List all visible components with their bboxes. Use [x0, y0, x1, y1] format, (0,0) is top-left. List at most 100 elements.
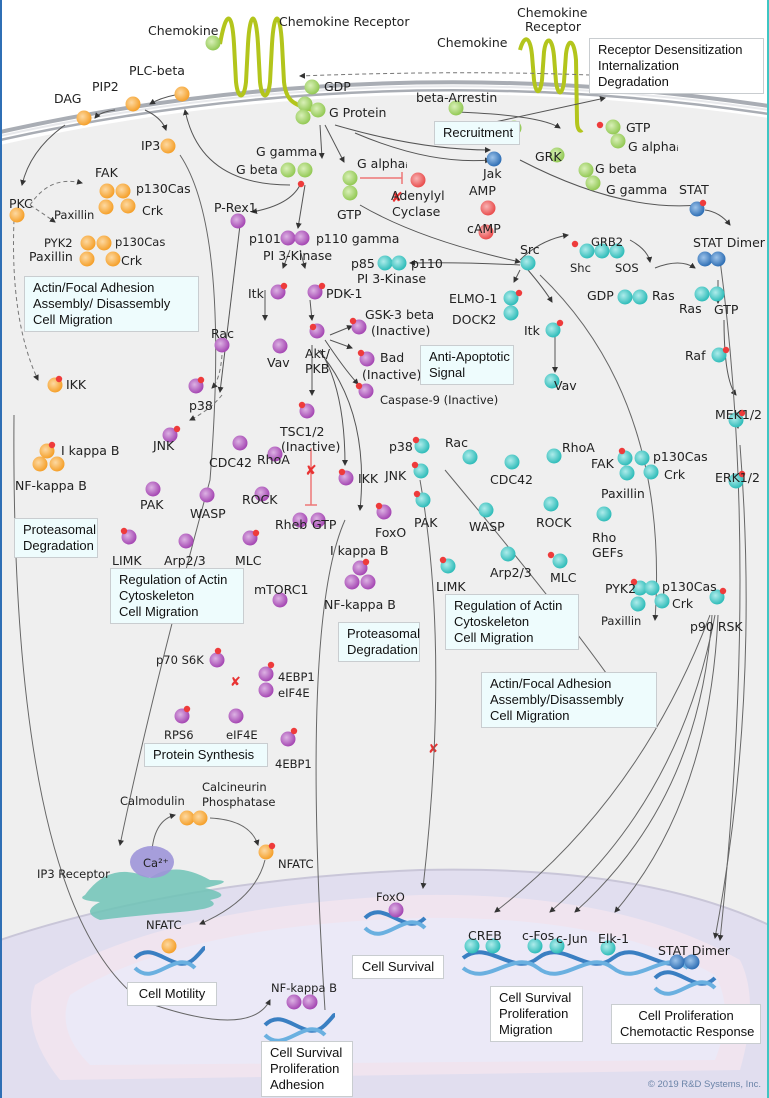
molecule-node	[578, 162, 594, 178]
cdc42-node	[232, 435, 248, 451]
molecule-node	[579, 243, 595, 259]
label-pi3k: PI 3-Kinase	[263, 248, 333, 263]
mek-node	[728, 412, 744, 428]
p70s6k-node	[209, 652, 225, 668]
ikappab-nfkb-node	[49, 456, 65, 472]
jnk-node	[162, 427, 178, 443]
ras-gtp-node	[709, 286, 725, 302]
label-mlc: MLC	[235, 553, 262, 568]
label-gtp: GTP	[337, 207, 362, 222]
caspase9-node	[358, 383, 374, 399]
label-nfkb: NF-kappa B	[15, 478, 87, 493]
pyk2-complex-2-node	[654, 593, 670, 609]
label-p90rsk: p90 RSK	[690, 619, 743, 634]
phosphorylation-icon	[267, 661, 275, 669]
label-nfatc: NFATC	[146, 918, 182, 932]
phosphorylation-icon	[214, 647, 222, 655]
gdp-node	[304, 79, 320, 95]
chemokine-receptor-1	[218, 16, 313, 112]
molecule-node	[258, 666, 274, 682]
phosphorylation-icon	[618, 447, 626, 455]
box-recruitment: Recruitment	[434, 121, 520, 145]
label-itk: Itk	[248, 286, 264, 301]
label-rhoa: RhoA	[257, 452, 290, 467]
label-wasp: WASP	[190, 506, 226, 521]
label-pak: PAK	[414, 515, 438, 530]
label-pi3k: PI 3-Kinase	[357, 271, 427, 286]
pi3k-node	[391, 255, 407, 271]
label-pip2: PIP2	[92, 79, 119, 94]
label-elmo1: ELMO-1	[449, 291, 498, 306]
label-crk: Crk	[672, 596, 694, 611]
vav-2-node	[544, 373, 560, 389]
g-alpha-r-node	[610, 133, 626, 149]
phosphorylation-icon	[173, 425, 181, 433]
label-rac: Rac	[211, 326, 234, 341]
label-jnk: JNK	[385, 468, 407, 483]
phosphorylation-icon	[556, 319, 564, 327]
label-chemokine: Chemokine	[148, 23, 219, 38]
label-chemokine-receptor: Receptor	[525, 19, 581, 34]
label-crk: Crk	[121, 253, 143, 268]
label-creb: CREB	[468, 928, 502, 943]
label-sos: SOS	[615, 261, 639, 275]
molecule-node	[280, 230, 296, 246]
label-chemokine-receptor: Chemokine Receptor	[279, 14, 410, 29]
label-akt: Akt/	[305, 346, 330, 361]
elmo-dock2-node	[503, 305, 519, 321]
phosphorylation-icon	[738, 409, 746, 417]
label-camp: cAMP	[467, 221, 501, 236]
label-gdp: GDP	[587, 288, 614, 303]
label-rho-gefs: GEFs	[592, 545, 624, 560]
label-grb2: GRB2	[591, 235, 624, 249]
label-foxo: FoxO	[375, 525, 407, 540]
label-rock: ROCK	[536, 515, 572, 530]
phosphorylation-icon	[357, 349, 365, 357]
label-mlc: MLC	[550, 570, 577, 585]
label-nfkb: NF-kappa B	[271, 981, 338, 995]
phosphorylation-icon	[252, 529, 260, 537]
phosphorylation-icon	[55, 375, 63, 383]
rock-2-node	[543, 496, 559, 512]
block-icon: ✘	[391, 190, 403, 206]
label-mek: MEK1/2	[715, 407, 762, 422]
label-beta-arrestin: beta-Arrestin	[416, 90, 498, 105]
label-dag: DAG	[54, 91, 82, 106]
elk1-node	[600, 940, 616, 956]
label-g-gamma: G gamma	[256, 144, 318, 159]
block-icon: ✘	[428, 742, 439, 757]
molecule-node	[344, 574, 360, 590]
rock-node	[254, 486, 270, 502]
label-adenylyl-cyclase: Cyclase	[392, 204, 441, 219]
label-p130cas: p130Cas	[653, 449, 708, 464]
label-p130cas: p130Cas	[115, 235, 166, 249]
phosphorylation-icon	[699, 199, 707, 207]
molecule-node	[79, 251, 95, 267]
pak-node	[145, 481, 161, 497]
label-pyk2: PYK2	[605, 581, 637, 596]
molecule-node	[594, 243, 610, 259]
cytoplasm	[0, 94, 769, 1098]
molecule-node	[292, 512, 308, 528]
molecule-node	[697, 251, 713, 267]
g-protein-node	[295, 109, 311, 125]
g-beta-gamma-node	[297, 162, 313, 178]
label-rho-gefs: Rho	[592, 530, 617, 545]
phosphorylation-icon	[349, 317, 357, 325]
label-g-alpha: G alphaᵢ	[628, 139, 679, 154]
label-jak: Jak	[483, 166, 502, 181]
nfatc-nuclear-node	[161, 938, 177, 954]
label-ikk: IKK	[358, 471, 379, 486]
label-shc: Shc	[570, 261, 591, 275]
label-gsk3: GSK-3 beta	[365, 307, 435, 322]
label-cdc42: CDC42	[209, 455, 252, 470]
phosphorylation-icon	[375, 502, 383, 510]
jak-node	[486, 151, 502, 167]
label-fak: FAK	[591, 456, 614, 471]
label-limk: LIMK	[112, 553, 142, 568]
label-calcineurin: Calcineurin	[202, 780, 267, 794]
label-grk: GRK	[535, 149, 562, 164]
molecule-node	[634, 450, 650, 466]
